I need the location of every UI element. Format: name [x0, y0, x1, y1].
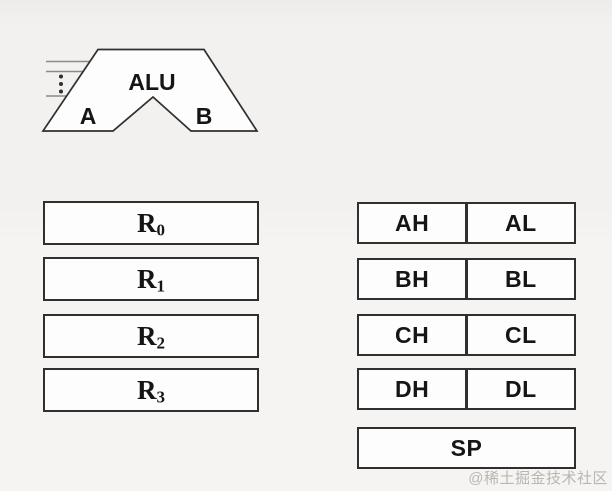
register-cl: CL	[465, 314, 576, 356]
register-ch-label: CH	[395, 321, 430, 348]
alu-input-b-label: B	[196, 103, 213, 129]
register-bl-label: BL	[505, 265, 537, 292]
alu-input-a-label: A	[80, 103, 97, 129]
register-ch: CH	[357, 314, 468, 356]
register-r1: R1	[43, 257, 259, 301]
register-r3: R3	[43, 368, 259, 412]
alu-trapezoid-shape	[41, 48, 259, 132]
register-sp: SP	[357, 427, 576, 469]
register-pair-d: DH DL	[357, 368, 576, 410]
alu-label: ALU	[128, 69, 175, 95]
register-r2: R2	[43, 314, 259, 358]
register-ah: AH	[357, 202, 468, 244]
register-dl-label: DL	[505, 375, 537, 402]
register-pair-a: AH AL	[357, 202, 576, 244]
ellipsis-dot-3	[59, 89, 63, 94]
register-pair-c: CH CL	[357, 314, 576, 356]
register-r3-label: R3	[137, 374, 165, 407]
register-dh-label: DH	[395, 375, 430, 402]
register-r0: R0	[43, 201, 259, 245]
register-r0-label: R0	[137, 207, 165, 240]
register-sp-label: SP	[450, 434, 483, 461]
alu-block: ALU A B	[41, 48, 259, 132]
register-r2-label: R2	[137, 320, 165, 353]
register-pair-b: BH BL	[357, 258, 576, 300]
register-r1-label: R1	[137, 263, 165, 296]
ellipsis-dot-2	[59, 82, 63, 86]
register-dl: DL	[465, 368, 576, 410]
register-dh: DH	[357, 368, 468, 410]
register-ah-label: AH	[395, 209, 430, 236]
register-bh: BH	[357, 258, 468, 300]
register-cl-label: CL	[505, 321, 537, 348]
register-bh-label: BH	[395, 265, 430, 292]
ellipsis-dot-1	[59, 74, 63, 79]
register-al: AL	[465, 202, 576, 244]
register-al-label: AL	[505, 209, 537, 236]
register-bl: BL	[465, 258, 576, 300]
watermark: @稀土掘金技术社区	[468, 470, 608, 487]
